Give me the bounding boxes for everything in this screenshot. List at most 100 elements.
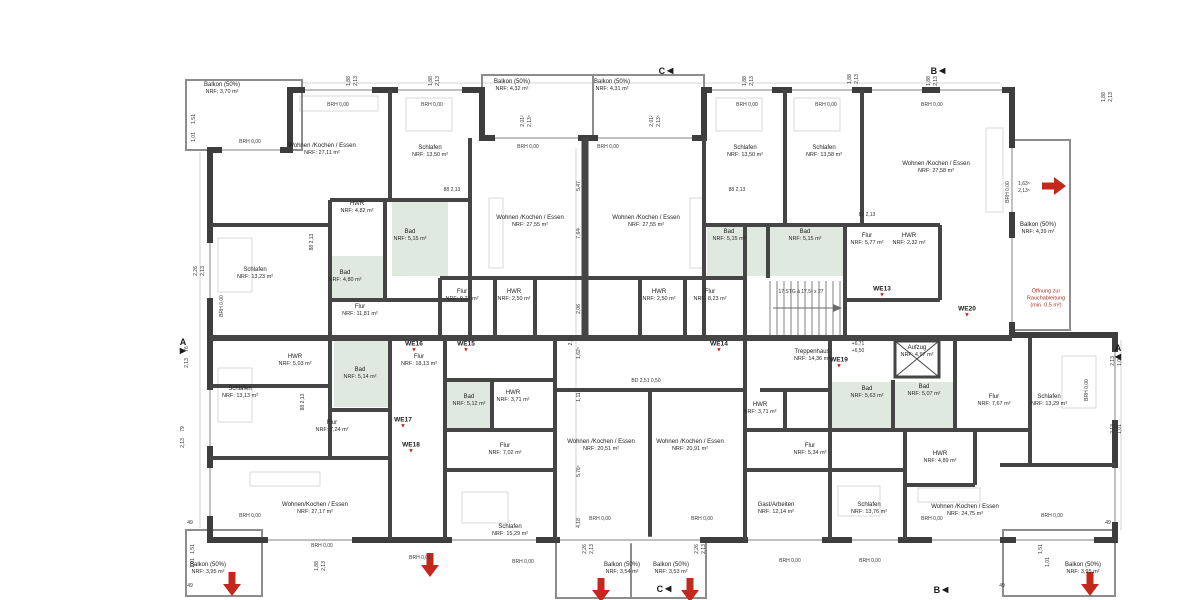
brh-note: BRH 0,00 (311, 543, 333, 549)
dimension-label: 1,62⁵ (576, 347, 582, 359)
brh-note: BRH 0,00 (1041, 513, 1063, 519)
dimension-label: 2,13 (321, 561, 327, 571)
unit-entry-triangle-icon: ▼ (836, 363, 842, 370)
dimension-label: 2,13 (749, 76, 755, 86)
annotation: +6,50 (851, 348, 865, 354)
annotation: +6,71 (851, 341, 865, 347)
brh-note: BRH 0,00 (859, 558, 881, 564)
dimension-label: 88 2,13 (728, 187, 746, 193)
dimension-label: 2,13 (933, 76, 939, 86)
unit-entry-triangle-icon: ▼ (879, 292, 885, 299)
dimension-label: 1,88 (346, 76, 352, 86)
dimension-lines (199, 82, 1122, 530)
dimension-label: 1,88 (926, 76, 932, 86)
unit-marker: WE18▼ (402, 441, 420, 455)
brh-note: BRH 0,00 (421, 102, 443, 108)
section-triangle-icon: ◀ (1114, 352, 1122, 361)
unit-marker: WE20▼ (958, 305, 976, 319)
dimension-label: 2,13 (701, 544, 707, 554)
unit-entry-triangle-icon: ▼ (408, 448, 414, 455)
escape-arrow-icon (681, 578, 699, 600)
section-triangle-icon: ◀ (939, 66, 946, 75)
section-marker: A◀ (1114, 343, 1122, 361)
dimension-label: 2,13 (200, 266, 206, 276)
dimension-label: 5,47 (576, 181, 582, 191)
stairs (769, 281, 842, 335)
brh-note: BRH 0,00 (921, 516, 943, 522)
brh-note: BRH 0,00 (409, 555, 431, 561)
elevator-symbol (893, 339, 941, 379)
dimension-label: 88 2,13 (858, 212, 876, 218)
dimension-label: 1,63⁵ (1018, 181, 1030, 187)
dimension-label: 1,01 (190, 558, 196, 568)
annotation: 17 STG à 17,5³ x 27 (778, 289, 824, 295)
escape-arrow-icon (421, 553, 439, 577)
interior-walls (210, 90, 1115, 540)
dimension-label: 1,01 (1045, 557, 1051, 567)
room-label: Balkon (50%)NRF: 3,95 m² (1064, 562, 1102, 576)
dimension-label: 2,01² (649, 115, 655, 127)
brh-note: BRH 0,00 (1005, 181, 1011, 203)
dimension-label: 2,01² (520, 115, 526, 127)
brh-note: BRH 0,00 (327, 102, 349, 108)
section-triangle-icon: ◀ (667, 66, 674, 75)
dimension-label: 2,13 (589, 544, 595, 554)
escape-arrow-icon (1042, 177, 1066, 195)
section-marker: A▶ (179, 337, 187, 355)
unit-marker: WE19▼ (830, 356, 848, 370)
dimension-label: 49 (1105, 520, 1111, 526)
room-label: Balkon (50%)NRF: 3,53 m² (652, 562, 690, 576)
annotation: BD 2,51 0,50 (631, 378, 661, 384)
dimension-label: 2,26 (582, 544, 588, 554)
dimension-label: 2,13⁵ (656, 115, 662, 127)
escape-route-arrows (223, 177, 1099, 600)
dimension-label: 49 (187, 520, 193, 526)
room-label: Balkon (50%)NRF: 3,70 m² (203, 82, 241, 96)
furniture-outlines (217, 95, 1097, 524)
dimension-label: 2,13 (1108, 92, 1114, 102)
unit-entry-triangle-icon: ▼ (411, 347, 417, 354)
section-triangle-icon: ▶ (179, 346, 187, 355)
dimension-label: 1,88 (847, 74, 853, 84)
dimension-label: 88 2,13 (300, 393, 306, 411)
unit-entry-triangle-icon: ▼ (964, 312, 970, 319)
dimension-label: 1,01 (1117, 424, 1123, 434)
windows (206, 86, 1119, 544)
dimension-label: 1,11⁵ (576, 390, 582, 402)
dimension-label: 2,13 (184, 358, 190, 368)
dimension-label: 4,18 (576, 518, 582, 528)
room-label: Balkon (50%)NRF: 3,54 m² (603, 562, 641, 576)
dimension-label: 2,06 (576, 304, 582, 314)
room-label: Balkon (50%)NRF: 4,39 m² (1019, 222, 1057, 236)
dimension-label: 2,13 (435, 76, 441, 86)
dimension-label: 1,88 (314, 561, 320, 571)
brh-note: BRH 0,00 (239, 139, 261, 145)
dimension-label: 2,13 (353, 76, 359, 86)
dimension-label: 2,26 (694, 544, 700, 554)
